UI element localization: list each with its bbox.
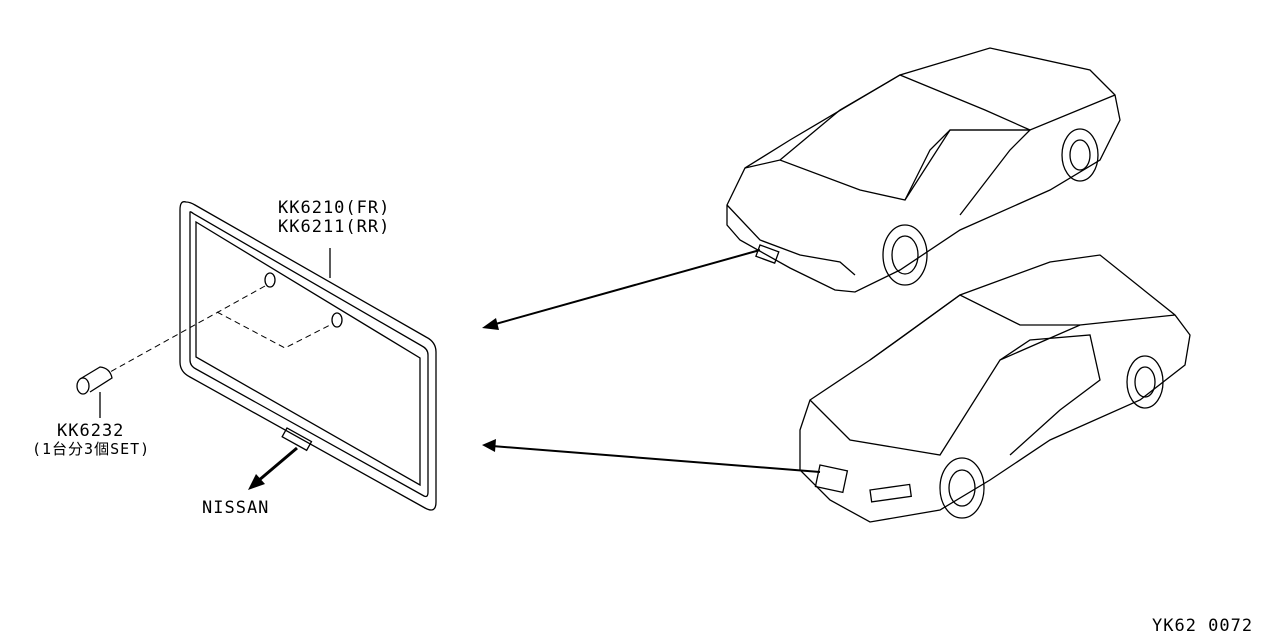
nissan-arrow xyxy=(248,446,298,490)
cap-part xyxy=(76,366,113,418)
rear-arrow xyxy=(482,439,821,473)
part-number-frame-rear: KK6211(RR) xyxy=(278,217,391,237)
part-number-cap: KK6232 xyxy=(57,421,125,441)
assembly-lines xyxy=(109,285,333,373)
diagram-code: YK62 0072 xyxy=(1152,616,1254,636)
cap-quantity-note: (1台分3個SET) xyxy=(32,440,151,458)
car-rear-view xyxy=(726,47,1121,293)
part-number-frame-front: KK6210(FR) xyxy=(278,198,391,218)
car-front-view xyxy=(799,254,1191,523)
mounting-hole xyxy=(331,312,343,328)
license-plate-frame xyxy=(179,201,437,511)
front-arrow xyxy=(482,249,761,330)
brand-label: NISSAN xyxy=(202,498,270,518)
mounting-hole xyxy=(264,272,276,288)
